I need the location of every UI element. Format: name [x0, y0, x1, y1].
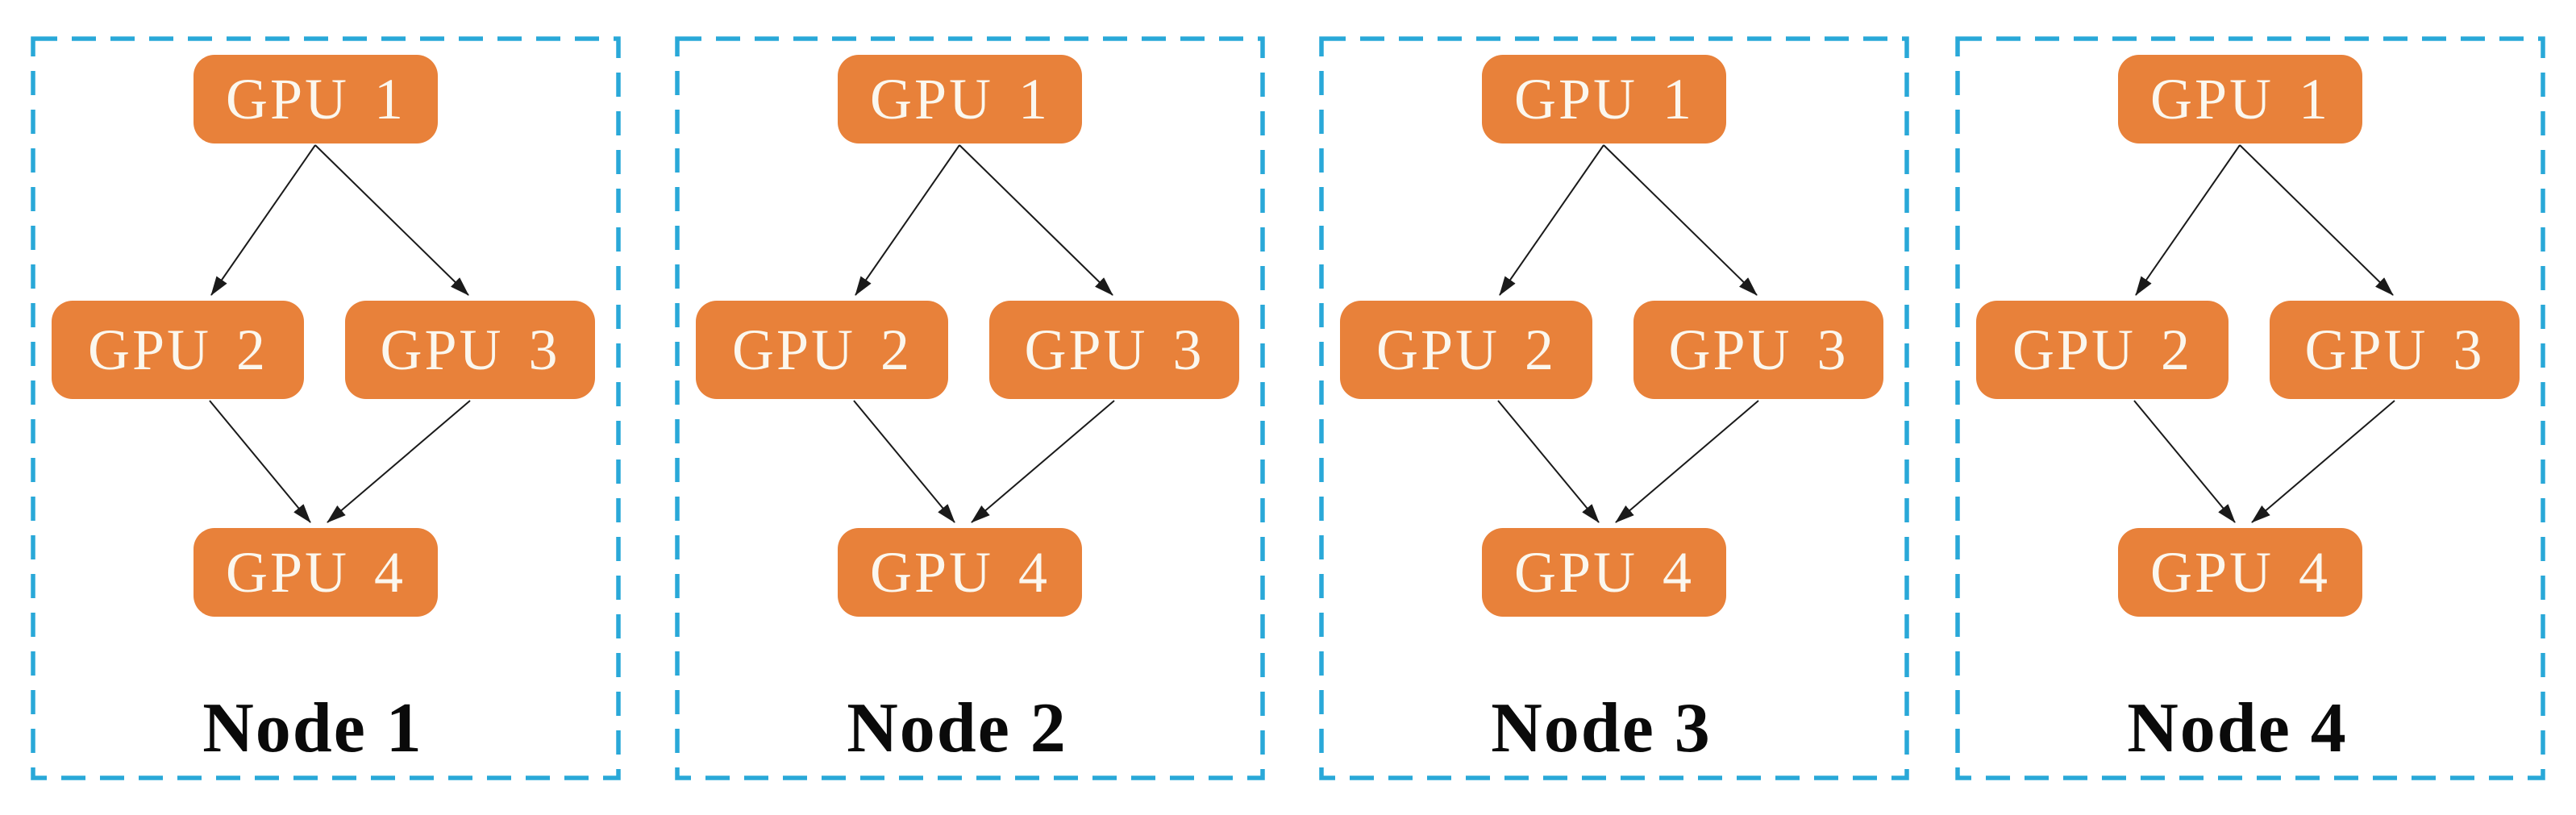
gpu-box: GPU 4 — [1482, 528, 1726, 617]
node-box-3: GPU 1 GPU 2 GPU 3 GPU 4 Node 3 — [1319, 36, 1909, 780]
node-3-wires — [1319, 36, 1909, 780]
gpu-box: GPU 1 — [1482, 55, 1726, 143]
gpu-box: GPU 2 — [52, 301, 304, 399]
gpu-label: GPU 4 — [869, 539, 1051, 605]
node-2-wires — [675, 36, 1265, 780]
edge-gpu1-gpu3 — [959, 144, 1113, 296]
node-dashed-border — [675, 36, 1265, 780]
gpu-label: GPU 1 — [225, 66, 406, 131]
edge-gpu3-gpu4 — [2251, 400, 2395, 523]
node-dashed-border — [31, 36, 621, 780]
node-caption: Node 2 — [847, 688, 1067, 767]
node-box-2: GPU 1 GPU 2 GPU 3 GPU 4 Node 2 — [675, 36, 1265, 780]
gpu-box: GPU 4 — [194, 528, 438, 617]
edge-gpu3-gpu4 — [971, 400, 1115, 523]
gpu-label: GPU 1 — [1513, 66, 1695, 131]
gpu-label: GPU 1 — [869, 66, 1051, 131]
gpu-box: GPU 4 — [838, 528, 1082, 617]
gpu-label: GPU 2 — [731, 317, 913, 382]
gpu-box: GPU 3 — [2270, 301, 2520, 399]
gpu-box: GPU 1 — [838, 55, 1082, 143]
edge-gpu1-gpu2 — [1499, 144, 1604, 296]
edge-gpu3-gpu4 — [327, 400, 471, 523]
edge-gpu1-gpu2 — [210, 144, 316, 296]
edge-gpu1-gpu3 — [2239, 144, 2394, 296]
edge-gpu1-gpu2 — [855, 144, 960, 296]
edge-gpu3-gpu4 — [1615, 400, 1759, 523]
node-caption: Node 4 — [2127, 688, 2348, 767]
gpu-label: GPU 4 — [2149, 539, 2331, 605]
node-1-wires — [31, 36, 621, 780]
edge-gpu1-gpu2 — [2135, 144, 2241, 296]
node-box-4: GPU 1 GPU 2 GPU 3 GPU 4 Node 4 — [1955, 36, 2545, 780]
gpu-box: GPU 3 — [989, 301, 1239, 399]
node-dashed-border — [1319, 36, 1909, 780]
gpu-label: GPU 1 — [2149, 66, 2331, 131]
gpu-label: GPU 4 — [1513, 539, 1695, 605]
gpu-box: GPU 4 — [2118, 528, 2362, 617]
gpu-label: GPU 3 — [380, 317, 560, 382]
gpu-label: GPU 2 — [87, 317, 268, 382]
gpu-box: GPU 2 — [696, 301, 948, 399]
edge-gpu2-gpu4 — [1497, 400, 1600, 523]
node-4-wires — [1955, 36, 2545, 780]
gpu-box: GPU 3 — [345, 301, 595, 399]
node-caption: Node 3 — [1491, 688, 1712, 767]
edge-gpu2-gpu4 — [2133, 400, 2236, 523]
node-caption: Node 1 — [202, 688, 423, 767]
gpu-box: GPU 1 — [2118, 55, 2362, 143]
gpu-box: GPU 1 — [194, 55, 438, 143]
gpu-label: GPU 2 — [1375, 317, 1557, 382]
edge-gpu1-gpu3 — [1603, 144, 1758, 296]
gpu-label: GPU 3 — [2304, 317, 2485, 382]
edge-gpu2-gpu4 — [853, 400, 955, 523]
edge-gpu2-gpu4 — [209, 400, 311, 523]
node-box-1: GPU 1 GPU 2 GPU 3 GPU 4 Node 1 — [31, 36, 621, 780]
gpu-box: GPU 2 — [1340, 301, 1592, 399]
edge-gpu1-gpu3 — [314, 144, 469, 296]
gpu-label: GPU 2 — [2012, 317, 2193, 382]
gpu-label: GPU 3 — [1024, 317, 1205, 382]
gpu-label: GPU 3 — [1668, 317, 1849, 382]
gpu-box: GPU 3 — [1633, 301, 1883, 399]
gpu-box: GPU 2 — [1976, 301, 2229, 399]
gpu-label: GPU 4 — [225, 539, 406, 605]
node-dashed-border — [1955, 36, 2545, 780]
